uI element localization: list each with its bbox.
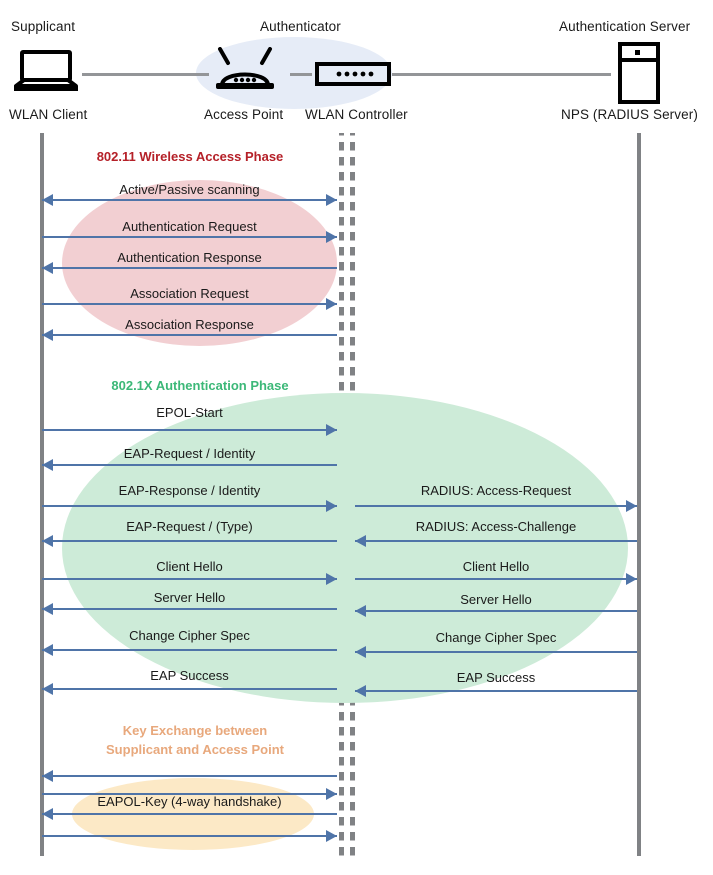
message-label: Change Cipher Spec	[129, 628, 250, 643]
phase-label-8021x: 802.1X Authentication Phase	[111, 378, 289, 393]
message-label: Server Hello	[153, 590, 226, 605]
laptop-icon	[14, 50, 78, 99]
access-point-icon	[214, 47, 276, 96]
message-label: Authentication Response	[117, 250, 262, 265]
message-label: EPOL-Start	[156, 405, 223, 420]
actor-device-access-point: Access Point	[204, 107, 284, 122]
message-label: EAP-Response / Identity	[118, 483, 261, 498]
message-label: Client Hello	[462, 559, 530, 574]
actor-role-authenticator: Authenticator	[260, 19, 341, 34]
actor-role-supplicant: Supplicant	[11, 19, 76, 34]
message-label: Association Response	[125, 317, 254, 332]
message-label: Server Hello	[460, 592, 532, 607]
phase-8021x-blob	[62, 393, 628, 703]
phase-80211-blob	[62, 180, 337, 346]
lifeline-authentication-server	[637, 133, 641, 856]
message-label: EAP Success	[150, 668, 229, 683]
wlan-controller-icon	[315, 62, 391, 91]
message-label: EAP Success	[456, 670, 536, 685]
actor-device-wlan-controller: WLAN Controller	[305, 107, 408, 122]
message-label: Client Hello	[156, 559, 223, 574]
message-label: Change Cipher Spec	[435, 630, 557, 645]
phase-label-key-exchange: Key Exchange between Supplicant and Acce…	[106, 723, 284, 757]
lifeline-supplicant	[40, 133, 44, 856]
wire-client-to-ap	[82, 73, 209, 76]
message-label: RADIUS: Access-Request	[420, 483, 572, 498]
message-label: Active/Passive scanning	[119, 182, 260, 197]
message-label: RADIUS: Access-Challenge	[415, 519, 577, 534]
message-label: EAP-Request / Identity	[123, 446, 256, 461]
phase-label-80211: 802.11 Wireless Access Phase	[96, 149, 284, 164]
wire-controller-to-nps	[392, 73, 611, 76]
message-label: Association Request	[130, 286, 249, 301]
message-label: EAPOL-Key (4-way handshake)	[97, 794, 282, 809]
actor-device-wlan-client: WLAN Client	[9, 107, 88, 122]
actor-role-authentication-server: Authentication Server	[559, 19, 691, 34]
message-label: EAP-Request / (Type)	[126, 519, 253, 534]
message-label: Authentication Request	[122, 219, 257, 234]
actor-device-nps-radius-server: NPS (RADIUS Server)	[561, 107, 698, 122]
wire-ap-to-controller	[290, 73, 312, 76]
server-icon	[618, 42, 660, 109]
